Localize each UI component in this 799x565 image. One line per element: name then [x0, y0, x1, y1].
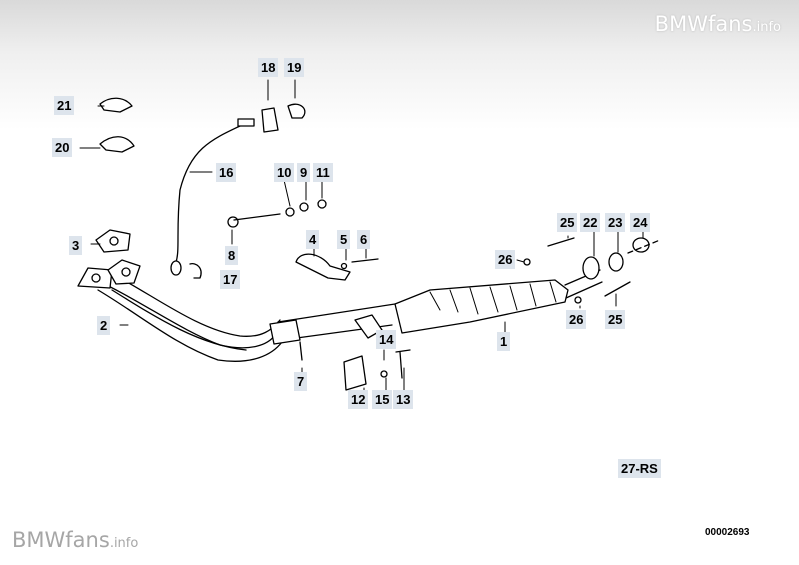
front-pipe-left-lower — [97, 289, 283, 362]
header-gradient — [0, 0, 799, 130]
diagram-number: 00002693 — [705, 527, 750, 538]
nut-15 — [380, 370, 388, 378]
washer-10 — [285, 207, 295, 217]
callout-4: 4 — [306, 230, 320, 249]
callout-16: 16 — [216, 163, 237, 182]
sensor-cable — [175, 125, 241, 263]
callout-12: 12 — [348, 390, 369, 409]
callout-17: 17 — [220, 270, 241, 289]
callout-18: 18 — [258, 58, 279, 77]
callout-11: 11 — [313, 163, 333, 182]
callout-6: 6 — [357, 230, 371, 249]
bolt-8 — [233, 213, 281, 221]
bolt-13 — [395, 349, 411, 379]
callout-8: 8 — [225, 246, 239, 265]
callout-25-top: 25 — [557, 213, 578, 232]
bolt-6 — [351, 258, 379, 263]
callout-13: 13 — [393, 390, 414, 409]
front-pipe-right-lower — [111, 289, 247, 351]
callout-23: 23 — [605, 213, 626, 232]
callout-9: 9 — [297, 163, 311, 182]
callout-25-bottom: 25 — [605, 310, 626, 329]
grommet-19 — [287, 103, 306, 119]
callout-26-top: 26 — [495, 250, 516, 269]
manifold-flange-right — [107, 259, 141, 285]
bolt-7 — [299, 341, 303, 361]
front-pipe-left — [91, 277, 276, 349]
washer-5 — [340, 262, 348, 270]
rear-flange-22 — [582, 256, 600, 280]
clip-18 — [261, 107, 279, 133]
mounting-12 — [343, 355, 367, 391]
gasket-3 — [95, 229, 131, 253]
brand-watermark-bottom: BMWfans.info — [12, 528, 139, 552]
brand-watermark-top: BMWfans.info — [654, 12, 781, 36]
callout-3: 3 — [69, 236, 83, 255]
manifold-flange-left — [77, 267, 113, 289]
bolt-25-top — [547, 237, 575, 247]
muffler-body — [394, 279, 569, 334]
callout-7: 7 — [294, 372, 308, 391]
nut-11 — [317, 199, 327, 209]
callout-26-bottom: 26 — [566, 310, 587, 329]
callout-22: 22 — [580, 213, 601, 232]
front-pipe-right — [119, 277, 281, 337]
diagram-ref-code: 27-RS — [618, 459, 661, 478]
callout-15: 15 — [372, 390, 393, 409]
callout-24: 24 — [630, 213, 651, 232]
callout-1: 1 — [497, 332, 511, 351]
nut-26-bottom — [574, 296, 582, 304]
clamp-21 — [99, 97, 133, 113]
callout-2: 2 — [97, 316, 111, 335]
clip-17 — [189, 262, 202, 279]
nut-26-top — [523, 258, 531, 266]
sensor-plug — [237, 118, 255, 127]
pipe-clamp — [269, 319, 301, 345]
rear-ring-23 — [608, 252, 624, 272]
mid-pipe-upper — [277, 303, 396, 323]
callout-20: 20 — [52, 138, 73, 157]
callout-14: 14 — [376, 330, 397, 349]
bolt-25-bottom — [604, 281, 631, 297]
washer-9 — [299, 202, 309, 212]
clamp-20 — [99, 136, 135, 153]
callout-10: 10 — [274, 163, 295, 182]
hanger-4 — [295, 253, 351, 281]
callout-5: 5 — [337, 230, 351, 249]
callout-19: 19 — [284, 58, 305, 77]
callout-21: 21 — [54, 96, 75, 115]
lambda-sensor — [170, 260, 182, 276]
